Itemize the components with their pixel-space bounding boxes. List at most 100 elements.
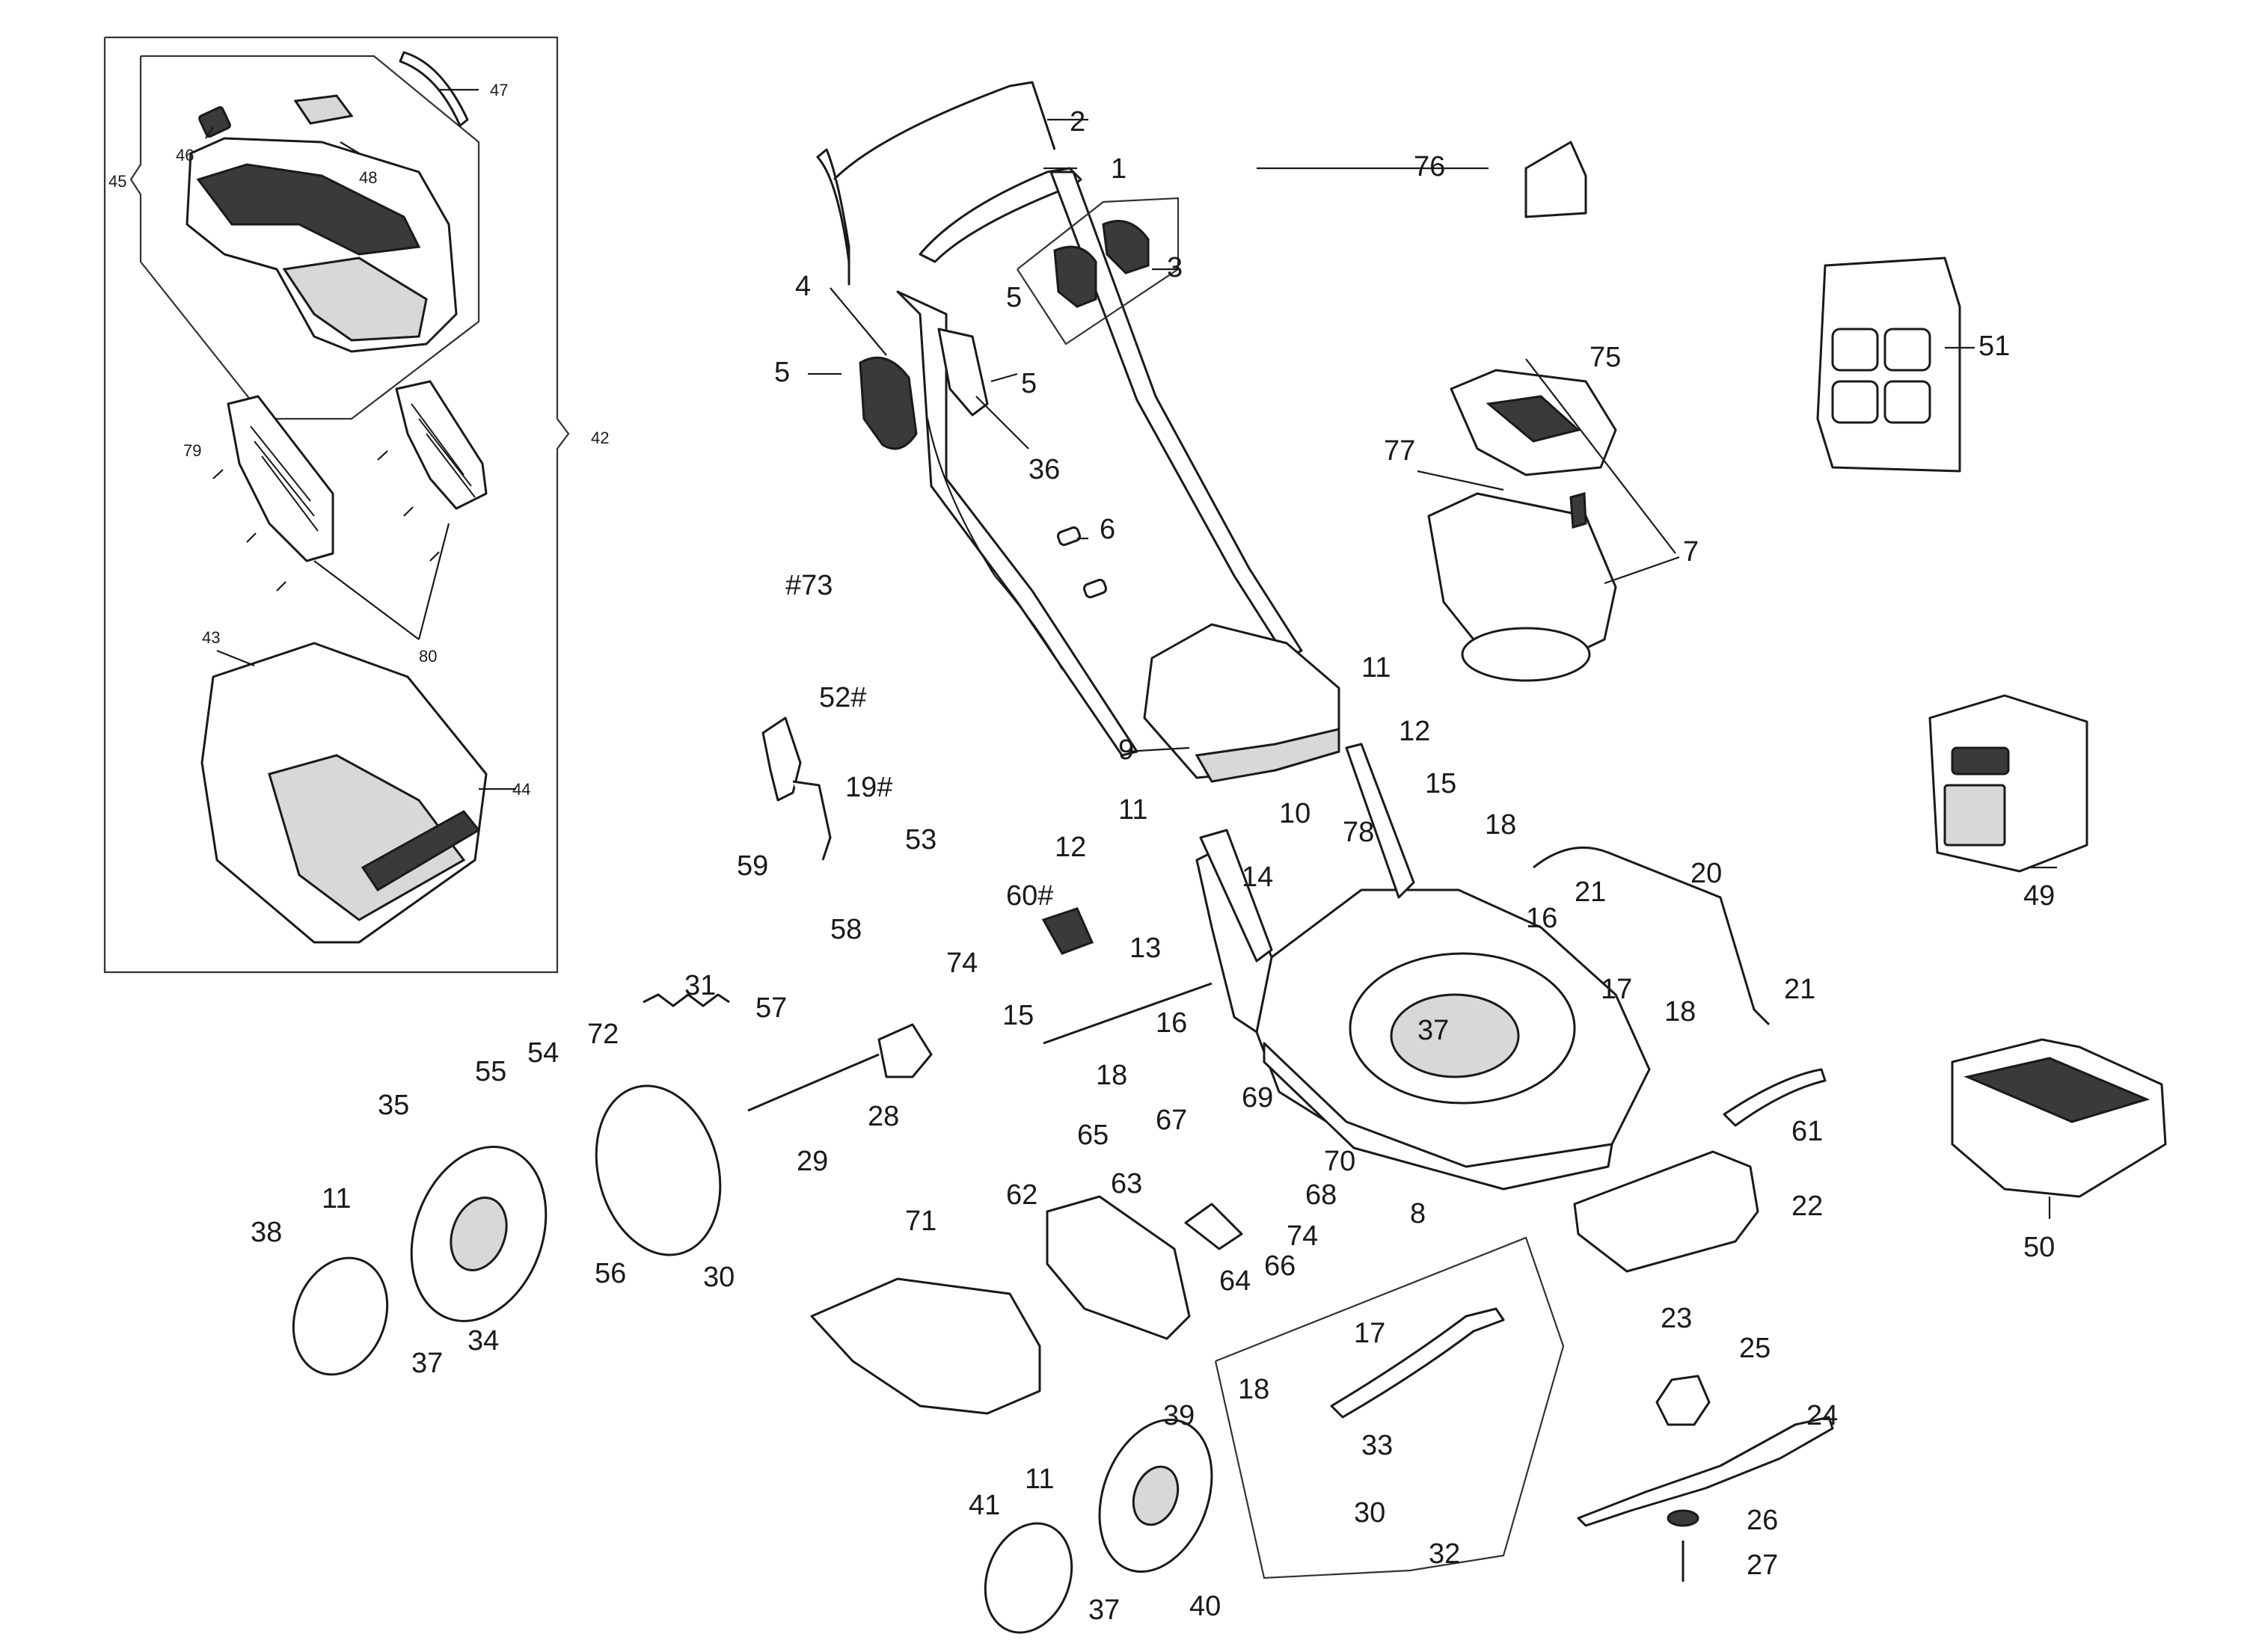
callout-34: 34: [468, 1325, 499, 1357]
side-panel-right-grille: [411, 403, 476, 498]
bail-lever: [833, 81, 1056, 181]
leader-lines: [205, 88, 2057, 1219]
callout-40: 40: [1189, 1591, 1221, 1622]
callout-17a: 17: [1601, 974, 1632, 1005]
callout-56: 56: [595, 1258, 626, 1289]
callout-55: 55: [475, 1056, 506, 1087]
control-box-left: [1053, 245, 1097, 308]
callout-23: 23: [1661, 1303, 1692, 1334]
callout-52: 52#: [819, 682, 866, 713]
callout-18c: 18: [1664, 996, 1696, 1028]
callout-5c: 5: [1006, 282, 1022, 313]
callout-28: 28: [868, 1101, 899, 1132]
callout-62: 62: [1006, 1179, 1037, 1211]
deck-center: [1390, 993, 1520, 1078]
callout-18d: 18: [1238, 1374, 1269, 1405]
blade-washer: [1667, 1509, 1699, 1527]
label-cell-b: [1883, 328, 1931, 372]
callout-15b: 15: [1002, 1000, 1034, 1031]
control-box-right: [1102, 220, 1150, 274]
battery-cover-front: [1195, 728, 1340, 783]
cable-clip-lower: [1082, 578, 1108, 599]
callout-7: 7: [1683, 536, 1699, 568]
control-box-subbox: [1017, 197, 1180, 346]
callout-45: 45: [108, 172, 126, 191]
callout-32: 32: [1429, 1538, 1460, 1570]
callout-60: 60#: [1006, 880, 1053, 912]
handle-left-tube: [896, 290, 1138, 757]
upper-handle-bar: [919, 167, 1082, 263]
callout-15a: 15: [1425, 768, 1456, 799]
callout-6: 6: [1100, 514, 1115, 545]
callout-16a: 16: [1526, 903, 1557, 934]
callout-27: 27: [1747, 1550, 1778, 1581]
catcher-lid-window: [196, 163, 421, 256]
callout-74a: 74: [946, 948, 978, 979]
callout-39: 39: [1163, 1400, 1195, 1431]
catcher-bag-strip: [361, 810, 481, 892]
callout-59: 59: [737, 850, 768, 882]
battery-housing-base: [1461, 627, 1591, 682]
battery-lid-handle: [1486, 395, 1581, 443]
callout-80: 80: [419, 647, 437, 666]
callout-41: 41: [969, 1490, 1000, 1521]
front-wheel-assembly: [984, 1236, 1565, 1634]
callout-73: #73: [785, 570, 833, 601]
side-discharge-cover: [1046, 1195, 1191, 1340]
callout-33: 33: [1361, 1430, 1393, 1461]
callout-26: 26: [1747, 1505, 1778, 1536]
vent-cover: [1524, 141, 1587, 218]
callout-42: 42: [591, 429, 609, 447]
callout-17b: 17: [1354, 1318, 1385, 1349]
callout-71: 71: [905, 1206, 936, 1237]
bail-lever-left-leg: [816, 148, 850, 286]
callout-36: 36: [1028, 454, 1060, 485]
grass-catcher-box: [103, 36, 570, 974]
callout-13: 13: [1129, 933, 1161, 964]
handle-assembly: [816, 81, 1340, 783]
callout-50: 50: [2023, 1232, 2055, 1263]
front-hubcap: [984, 1522, 1073, 1634]
callout-49: 49: [2023, 880, 2055, 912]
callout-18b: 18: [1096, 1060, 1127, 1091]
height-lever: [792, 780, 832, 861]
callout-54: 54: [527, 1037, 559, 1069]
battery-pack-terminal: [1951, 746, 2010, 776]
callout-11b: 11: [1118, 794, 1147, 826]
callout-37b: 37: [411, 1348, 443, 1379]
battery-housing: [1427, 492, 1617, 675]
rear-wheel-cover-disk: [595, 1084, 722, 1256]
callout-69: 69: [1242, 1082, 1273, 1114]
callout-64: 64: [1219, 1265, 1251, 1297]
rear-wheel-left-assembly: [292, 1023, 933, 1376]
callout-75: 75: [1590, 342, 1621, 373]
callout-11d: 11: [1025, 1464, 1054, 1495]
callout-2: 2: [1070, 106, 1085, 138]
callout-63: 63: [1111, 1168, 1142, 1200]
callout-30a: 30: [703, 1262, 735, 1293]
callout-78: 78: [1343, 817, 1374, 848]
callout-16b: 16: [1156, 1007, 1187, 1039]
callout-10: 10: [1279, 798, 1310, 829]
callout-29: 29: [797, 1146, 828, 1177]
callout-22: 22: [1791, 1191, 1823, 1222]
callout-12a: 12: [1399, 716, 1430, 747]
catcher-handle-strip: [399, 51, 469, 127]
handle-mount-right: [1345, 743, 1415, 899]
handle-mount-left: [1199, 829, 1273, 962]
callout-31: 31: [684, 970, 716, 1001]
rear-flap: [810, 1277, 1041, 1415]
callout-65: 65: [1077, 1120, 1109, 1151]
callout-14: 14: [1242, 862, 1273, 893]
callout-21b: 21: [1784, 974, 1815, 1005]
accessories: [1816, 257, 2167, 1198]
label-cell-d: [1883, 380, 1931, 424]
callout-20: 20: [1690, 858, 1722, 889]
callout-9: 9: [1118, 734, 1134, 766]
battery-pack-keypad: [1943, 784, 2006, 847]
height-adjust-rod: [1043, 982, 1213, 1045]
callout-25: 25: [1739, 1333, 1771, 1364]
callout-44: 44: [512, 780, 530, 799]
callout-66: 66: [1264, 1250, 1296, 1282]
